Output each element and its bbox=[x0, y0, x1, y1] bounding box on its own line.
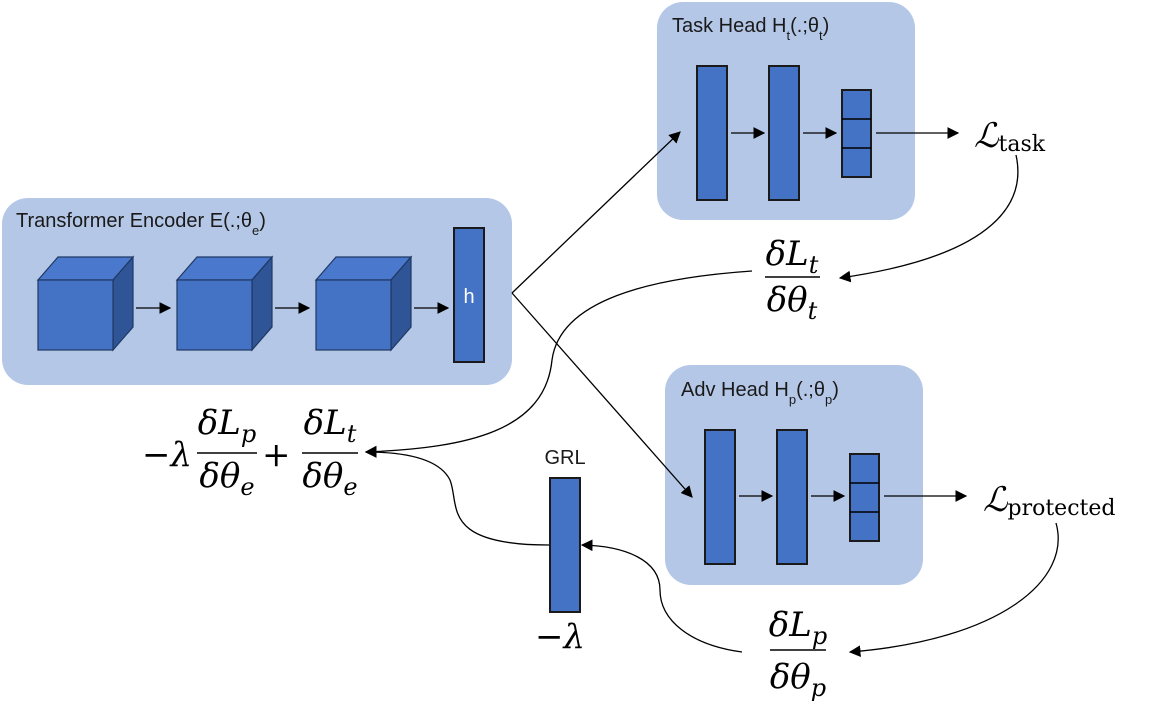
grl-lambda: −λ bbox=[535, 617, 585, 657]
protected-gradient-to-grl-curve bbox=[580, 539, 743, 653]
encoder-layer-3 bbox=[314, 255, 413, 352]
h-to-adv-arrow bbox=[511, 292, 693, 498]
svg-text:δθp: δθp bbox=[770, 657, 826, 701]
encoder-panel: Transformer Encoder E(.;θe) h bbox=[2, 198, 512, 385]
protected-loss: ℒprotected bbox=[983, 480, 1115, 521]
h-to-task-arrow bbox=[511, 131, 681, 294]
encoder-layer-1 bbox=[36, 255, 135, 352]
protected-loss-to-gradient-curve bbox=[848, 522, 1059, 657]
svg-text:δθe: δθe bbox=[302, 456, 357, 501]
hidden-representation-h: h bbox=[453, 227, 485, 363]
task-output-vector bbox=[841, 89, 872, 178]
svg-text:δLp: δLp bbox=[769, 605, 827, 650]
task-gradient-to-encoder-curve bbox=[364, 270, 753, 458]
task-gradient: δLt δθt bbox=[765, 234, 820, 325]
grl-to-encoder-curve bbox=[364, 446, 550, 546]
svg-text:δLp: δLp bbox=[198, 403, 256, 448]
svg-text:δLt: δLt bbox=[304, 403, 357, 448]
svg-text:δθe: δθe bbox=[199, 456, 254, 501]
grl-label: GRL bbox=[544, 447, 585, 469]
encoder-title: Transformer Encoder E(.;θe) bbox=[16, 210, 266, 238]
h-label: h bbox=[463, 286, 474, 308]
task-layer-1 bbox=[696, 65, 728, 201]
task-loss: ℒtask bbox=[974, 116, 1046, 157]
adv-head-panel: Adv Head Hp(.;θp) bbox=[665, 365, 968, 585]
svg-text:δθt: δθt bbox=[767, 280, 818, 325]
encoder-layer-2 bbox=[175, 255, 274, 352]
svg-text:δLt: δLt bbox=[766, 234, 819, 279]
svg-text:+: + bbox=[262, 435, 291, 475]
adv-output-vector bbox=[849, 453, 880, 542]
svg-text:−λ: −λ bbox=[142, 435, 192, 475]
task-head-panel: Task Head Ht(.;θt) bbox=[657, 2, 960, 220]
adv-layer-2 bbox=[776, 429, 808, 565]
encoder-gradient: −λ δLp δθe + δLt δθe bbox=[142, 403, 358, 501]
adv-layer-1 bbox=[704, 429, 736, 565]
task-layer-2 bbox=[768, 65, 800, 201]
protected-gradient: δLp δθp bbox=[769, 605, 827, 701]
gradient-reversal-layer: GRL −λ bbox=[535, 447, 586, 657]
task-loss-to-gradient-curve bbox=[838, 154, 1019, 283]
adv-head-title: Adv Head Hp(.;θp) bbox=[681, 379, 839, 407]
task-head-title: Task Head Ht(.;θt) bbox=[672, 15, 829, 43]
